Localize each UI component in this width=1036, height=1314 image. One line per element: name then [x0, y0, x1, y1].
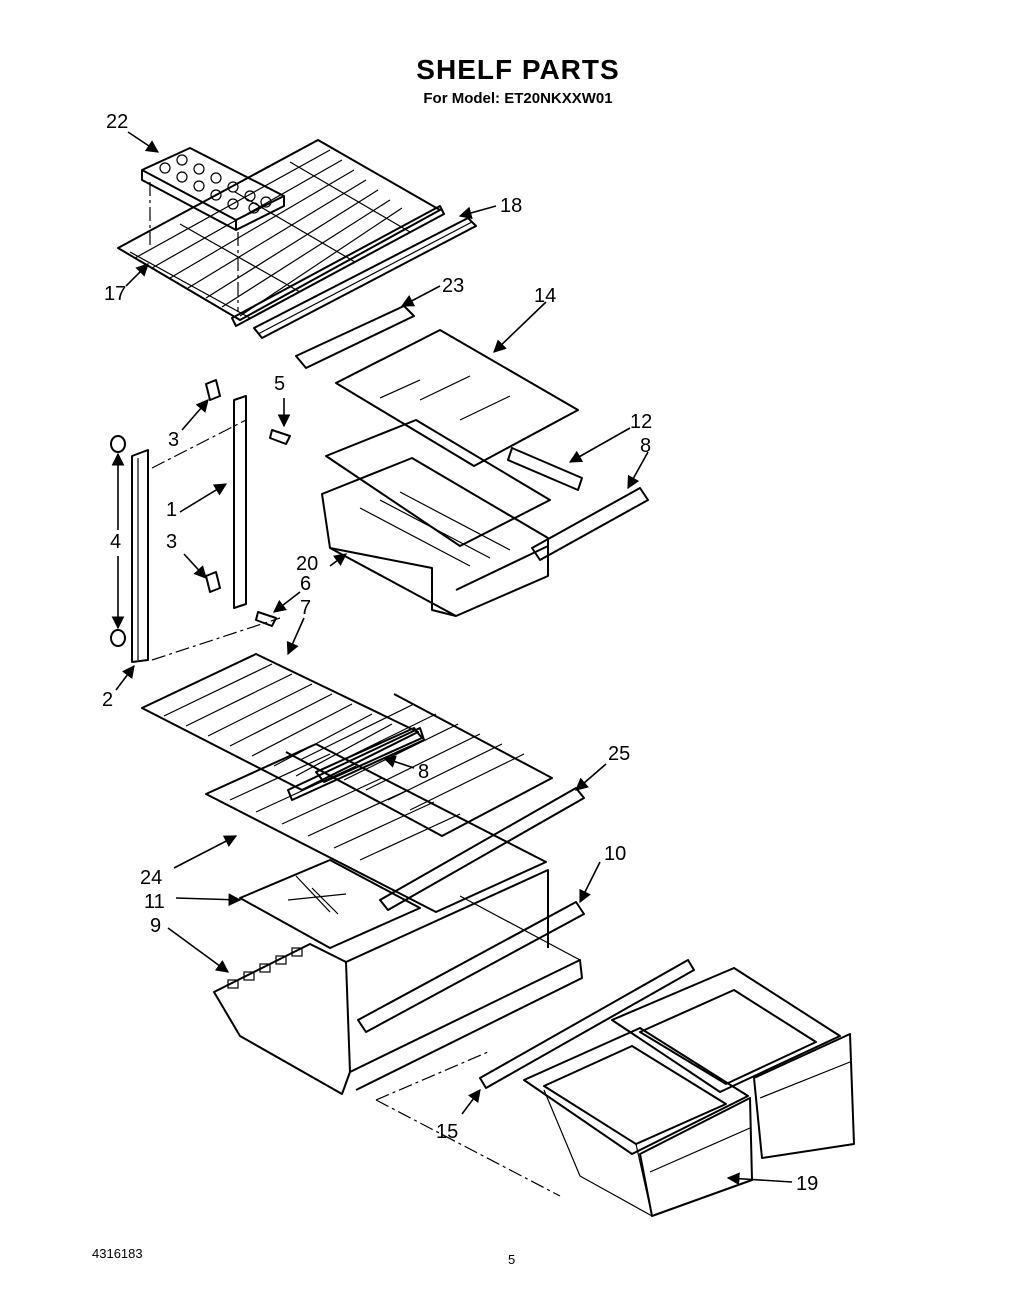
wire-freezer-shelf: [117, 139, 445, 327]
callout-labels: 22 18 17 23 14 5 3 12 8 1 4 3 20 6 7 2 8…: [102, 111, 818, 1195]
crisper-cover-glass: [239, 859, 421, 949]
shelf-support-rail: [507, 447, 583, 491]
crisper-drawers: [375, 967, 855, 1217]
callout-label: 11: [144, 891, 165, 913]
crisper-slide-rail: [479, 959, 695, 1089]
callout-label: 9: [150, 915, 161, 937]
callout-label: 2: [102, 689, 113, 711]
callout-label: 17: [104, 283, 126, 305]
ice-cube-tray: [141, 147, 285, 312]
callout-label: 24: [140, 867, 162, 889]
callout-label: 14: [534, 285, 556, 307]
callout-leaders: [111, 131, 793, 1186]
callout-label: 12: [630, 411, 652, 433]
glass-shelf-front-trim: [295, 305, 415, 369]
shelf-trim-rail: [253, 217, 477, 339]
pan-cover-trim-lower: [315, 727, 423, 783]
callout-label: 8: [418, 761, 429, 783]
document-number: 4316183: [92, 1246, 143, 1261]
crisper-cover-trim: [379, 787, 585, 911]
slide-out-shelves: [141, 653, 553, 837]
callout-label: 3: [168, 429, 179, 451]
callout-label: 19: [796, 1173, 818, 1195]
callout-label: 6: [300, 573, 311, 595]
glass-shelf: [335, 329, 579, 467]
crisper-cover-support: [213, 869, 583, 1095]
shelf-support-brackets: [110, 379, 291, 663]
pan-cover-trim-upper: [531, 487, 649, 561]
callout-label: 15: [436, 1121, 458, 1143]
callout-label: 25: [608, 743, 630, 765]
callout-label: 5: [274, 373, 285, 395]
page-title: SHELF PARTS: [416, 54, 620, 85]
callout-label: 10: [604, 843, 626, 865]
callout-label: 4: [110, 531, 121, 553]
callout-label: 3: [166, 531, 177, 553]
crisper-front-trim: [357, 901, 585, 1033]
page-number: 5: [508, 1252, 516, 1267]
callout-label: 1: [166, 499, 177, 521]
callout-label: 22: [106, 111, 128, 133]
crisper-cover-frame: [205, 743, 547, 913]
callout-label: 8: [640, 435, 651, 457]
callout-label: 23: [442, 275, 464, 297]
callout-label: 20: [296, 553, 318, 575]
callout-label: 7: [300, 597, 311, 619]
meat-pan-drawer: [321, 419, 551, 617]
callout-label: 18: [500, 195, 522, 217]
model-subtitle: For Model: ET20NKXXW01: [423, 90, 613, 107]
